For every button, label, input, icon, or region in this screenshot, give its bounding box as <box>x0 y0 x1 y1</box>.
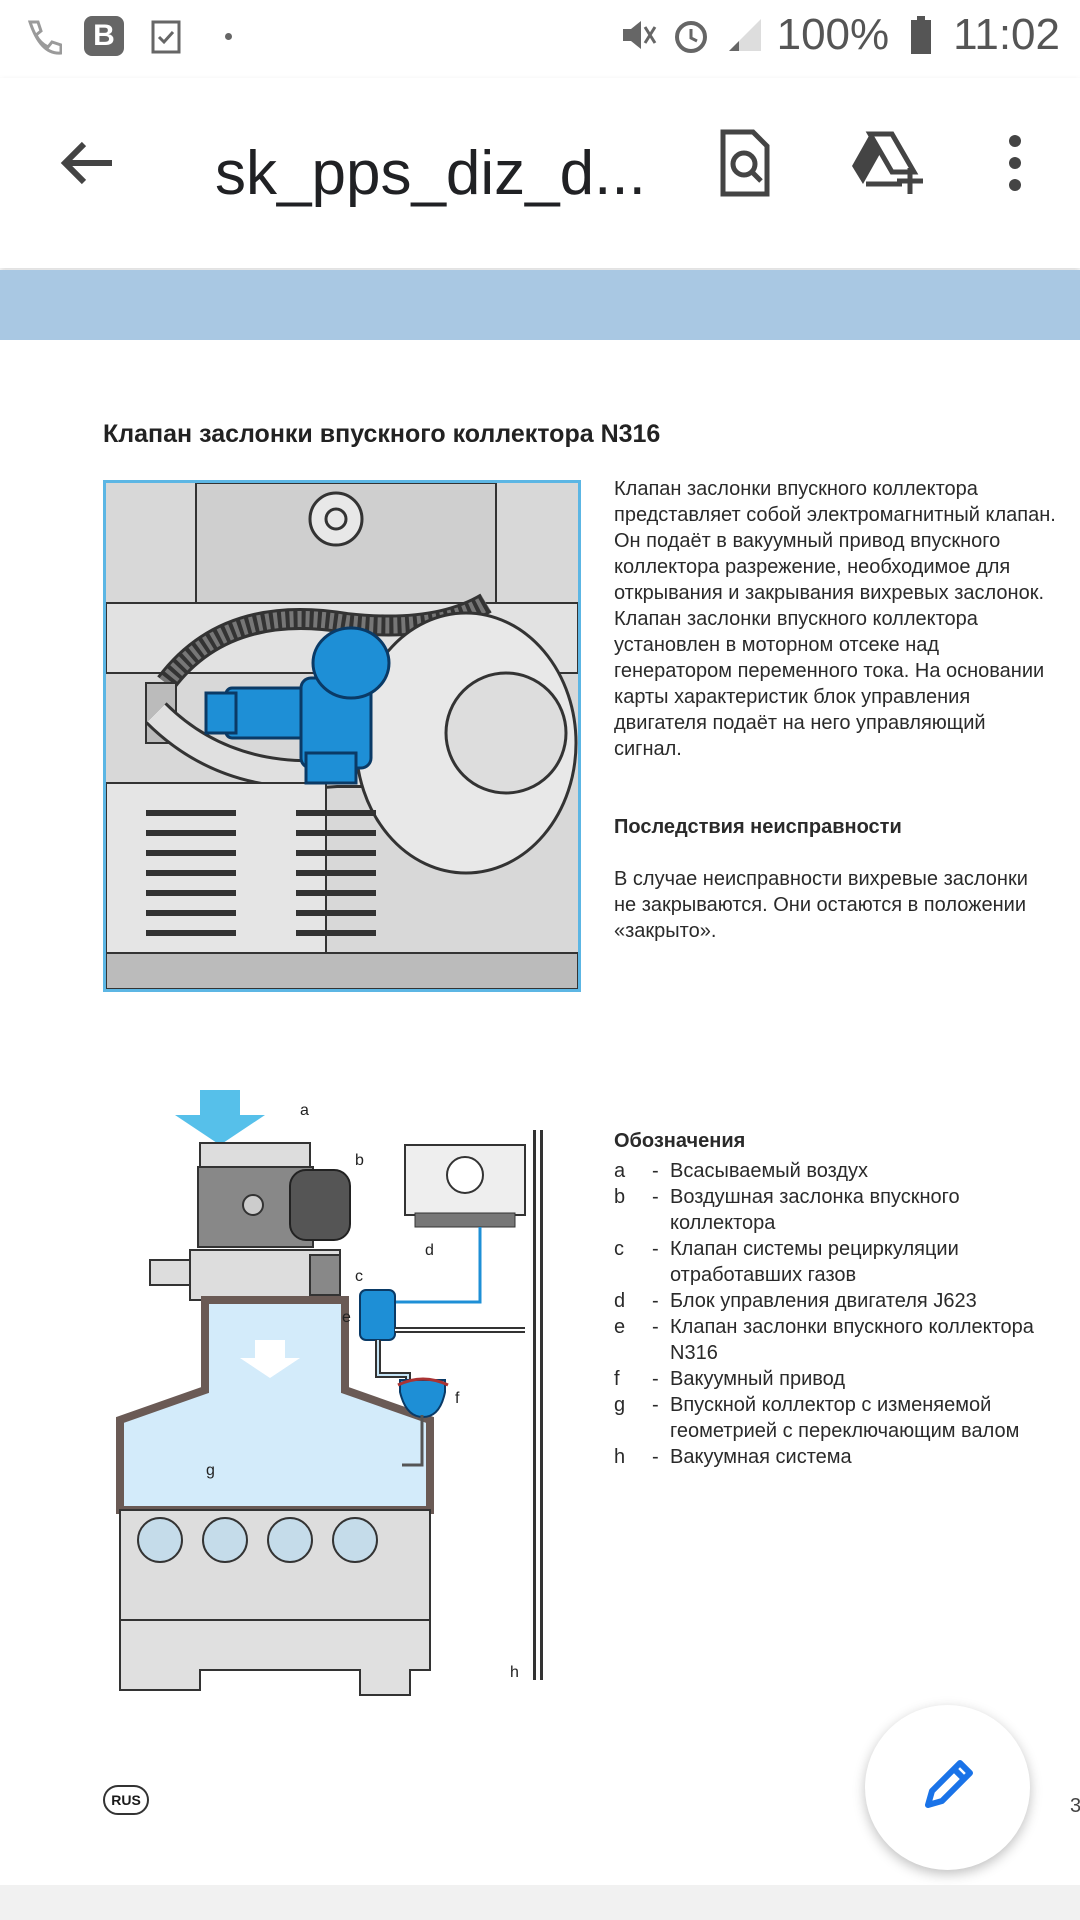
pencil-icon <box>916 1753 980 1822</box>
legend-text: Вакуумный привод <box>670 1368 845 1390</box>
diagram-label-d: d <box>425 1242 434 1259</box>
legend-letter: e <box>614 1316 626 1338</box>
description-line: сигнал. <box>614 738 682 760</box>
document-title: sk_pps_diz_d... <box>215 139 646 208</box>
clock: 11:02 <box>953 10 1060 59</box>
description-line: карты характеристик блок управления <box>614 686 971 708</box>
description-line: Клапан заслонки впускного коллектора <box>614 478 978 500</box>
legend-item: f- Вакуумный привод <box>614 1366 1080 1392</box>
diagram-label-h: h <box>510 1664 519 1681</box>
description-line: Он подаёт в вакуумный привод впускного <box>614 530 1001 552</box>
legend-text: N316 <box>670 1342 718 1364</box>
bottom-strip <box>0 1885 1080 1920</box>
legend-text: Всасываемый воздух <box>670 1160 869 1182</box>
legend-letter: c <box>614 1238 624 1260</box>
legend-text: отработавших газов <box>670 1264 857 1286</box>
diagram-label-f: f <box>455 1390 460 1407</box>
legend-item: a- Всасываемый воздух <box>614 1158 1080 1184</box>
app-bar: sk_pps_diz_d... <box>0 78 1080 268</box>
edit-fab-button[interactable] <box>865 1705 1030 1870</box>
legend-letter: f <box>614 1368 620 1390</box>
legend-text: Воздушная заслонка впускного <box>670 1186 960 1208</box>
diagram-label-b: b <box>355 1152 364 1169</box>
battery-percent: 100% <box>776 10 890 59</box>
consequences-title: Последствия неисправности <box>614 816 902 838</box>
legend-item: d- Блок управления двигателя J623 <box>614 1288 1080 1314</box>
engine-illustration <box>103 480 581 992</box>
legend-letter: a <box>614 1160 626 1182</box>
consequences-line: не закрываются. Они остаются в положении <box>614 894 1027 916</box>
legend-letter: d <box>614 1290 626 1312</box>
diagram-label-g: g <box>206 1462 215 1479</box>
description-line: представляет собой электромагнитный клап… <box>614 504 1056 526</box>
page-number: 3 <box>1070 1795 1080 1817</box>
status-bar: B 100% 11:02 <box>0 0 1080 78</box>
dot-icon <box>206 14 250 58</box>
description-line: коллектора разрежение, необходимое для <box>614 556 1011 578</box>
legend-text: Вакуумная система <box>670 1446 852 1468</box>
diagram-label-a: a <box>300 1102 309 1119</box>
back-arrow-icon[interactable] <box>52 128 122 198</box>
page-heading: Клапан заслонки впускного коллектора N31… <box>103 420 661 448</box>
diagram-label-c: c <box>355 1268 363 1285</box>
document-page: Клапан заслонки впускного коллектора N31… <box>0 340 1080 1885</box>
page-header-band <box>0 270 1080 340</box>
description-line: двигателя подаёт на него управляющий <box>614 712 986 734</box>
intake-system-diagram: a b c g d <box>110 1085 570 1705</box>
legend-title: Обозначения <box>614 1130 746 1152</box>
task-icon <box>144 14 188 58</box>
diagram-label-e: e <box>342 1309 351 1326</box>
description-line: установлен в моторном отсеке над <box>614 634 940 656</box>
legend-list: a- Всасываемый воздух b- Воздушная засло… <box>614 1158 1080 1470</box>
legend-letter: g <box>614 1394 626 1416</box>
description-line: Клапан заслонки впускного коллектора <box>614 608 978 630</box>
description-line: открывания и закрывания вихревых заслоно… <box>614 582 1044 604</box>
wifi-call-icon <box>20 14 64 58</box>
legend-letter: b <box>614 1186 626 1208</box>
description-text: Клапан заслонки впускного коллектора пре… <box>614 476 1080 762</box>
more-vert-icon[interactable] <box>975 123 1055 203</box>
vk-icon: B <box>82 14 126 58</box>
alarm-icon <box>669 13 713 57</box>
legend-text: Впускной коллектор с изменяемой <box>670 1394 992 1416</box>
search-doc-icon[interactable] <box>705 123 785 203</box>
consequences-line: В случае неисправности вихревые заслонки <box>614 868 1028 890</box>
legend-item: h- Вакуумная система <box>614 1444 1080 1470</box>
battery-icon <box>899 13 943 57</box>
legend-text: геометрией с переключающим валом <box>670 1420 1020 1442</box>
mute-icon <box>615 13 659 57</box>
consequences-line: «закрыто». <box>614 920 717 942</box>
drive-add-icon[interactable] <box>848 123 928 203</box>
description-line: генератором переменного тока. На основан… <box>614 660 1045 682</box>
legend-text: Блок управления двигателя J623 <box>670 1290 977 1312</box>
signal-icon <box>723 13 767 57</box>
consequences-text: В случае неисправности вихревые заслонки… <box>614 866 1080 944</box>
legend-text: коллектора <box>670 1212 776 1234</box>
legend-text: Клапан заслонки впускного коллектора <box>670 1316 1034 1338</box>
legend-letter: h <box>614 1446 626 1468</box>
legend-text: Клапан системы рециркуляции <box>670 1238 959 1260</box>
rus-badge: RUS <box>103 1785 149 1815</box>
